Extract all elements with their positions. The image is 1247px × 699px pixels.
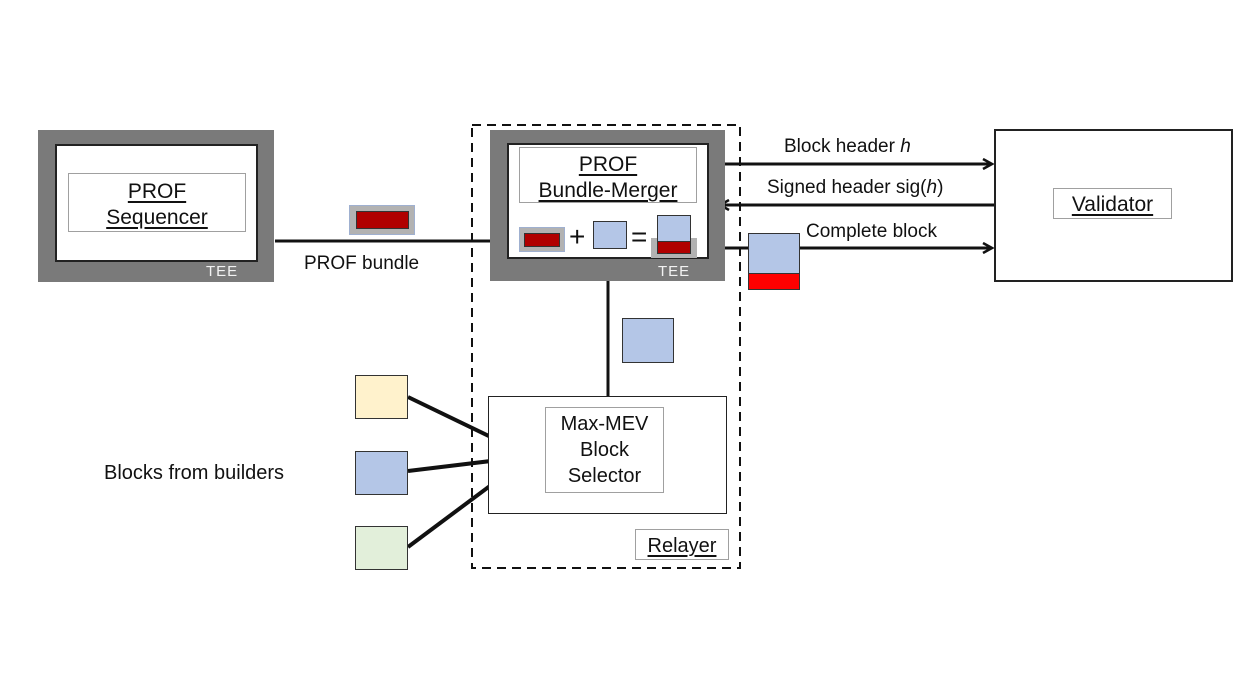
builder-block-yellow — [355, 375, 408, 419]
equation-bundle-core — [524, 233, 560, 247]
prof-bundle-token — [349, 205, 415, 235]
selector-line2: Block — [580, 439, 629, 461]
relayer-label-box: Relayer — [635, 529, 729, 560]
selected-block-token — [622, 318, 674, 363]
validator-box: Validator — [994, 129, 1233, 282]
complete-block-label: Complete block — [806, 221, 937, 242]
complete-block-token-bottom — [748, 273, 800, 290]
builder-block-blue — [355, 451, 408, 495]
block-header-var: h — [900, 136, 911, 157]
equation-bundle — [519, 227, 565, 252]
equation-plus: + — [569, 221, 586, 252]
selector-box: Max-MEV Block Selector — [488, 396, 727, 514]
signed-header-suffix: ) — [937, 177, 944, 198]
bundle-merger-title-line2: Bundle-Merger — [538, 179, 678, 203]
prof-bundle-token-core — [356, 211, 409, 229]
bundle-merger-label-box: PROF Bundle-Merger — [519, 147, 697, 203]
bundle-merger-title-line1: PROF — [578, 153, 638, 176]
sequencer-inner: PROF Sequencer — [55, 144, 258, 262]
complete-block-token-top — [748, 233, 800, 274]
validator-title: Validator — [1071, 193, 1154, 216]
builders-label: Blocks from builders — [104, 462, 285, 484]
signed-header-var: h — [926, 177, 938, 198]
equation-equals: = — [631, 221, 648, 252]
sequencer-tee-tag: TEE — [206, 263, 239, 280]
validator-label-box: Validator — [1053, 188, 1172, 219]
bundle-merger-tee-tag: TEE — [658, 263, 691, 280]
equation-merged-top — [657, 215, 691, 242]
block-header-text: Block header — [784, 136, 901, 157]
relayer-label: Relayer — [647, 535, 717, 557]
sequencer-tee: PROF Sequencer TEE — [38, 130, 274, 282]
selector-label-box: Max-MEV Block Selector — [545, 407, 664, 493]
selector-line1: Max-MEV — [560, 413, 649, 435]
signed-header-text: Signed header sig( — [767, 177, 927, 198]
sequencer-label-box: PROF Sequencer — [68, 173, 246, 232]
relayer-boundary — [471, 124, 741, 569]
bundle-merger-tee: PROF Bundle-Merger + = TEE — [490, 130, 725, 281]
prof-bundle-label: PROF bundle — [304, 253, 420, 274]
bundle-merger-inner: PROF Bundle-Merger + = — [507, 143, 709, 259]
selector-line3: Selector — [567, 465, 642, 487]
sequencer-title-line1: PROF — [127, 180, 187, 203]
block-header-label: Block header h — [784, 136, 911, 158]
signed-header-label: Signed header sig(h) — [767, 177, 943, 199]
builder-block-green — [355, 526, 408, 570]
equation-block — [593, 221, 627, 249]
sequencer-title-line2: Sequencer — [106, 206, 208, 230]
equation-merged-bottom — [657, 241, 691, 254]
